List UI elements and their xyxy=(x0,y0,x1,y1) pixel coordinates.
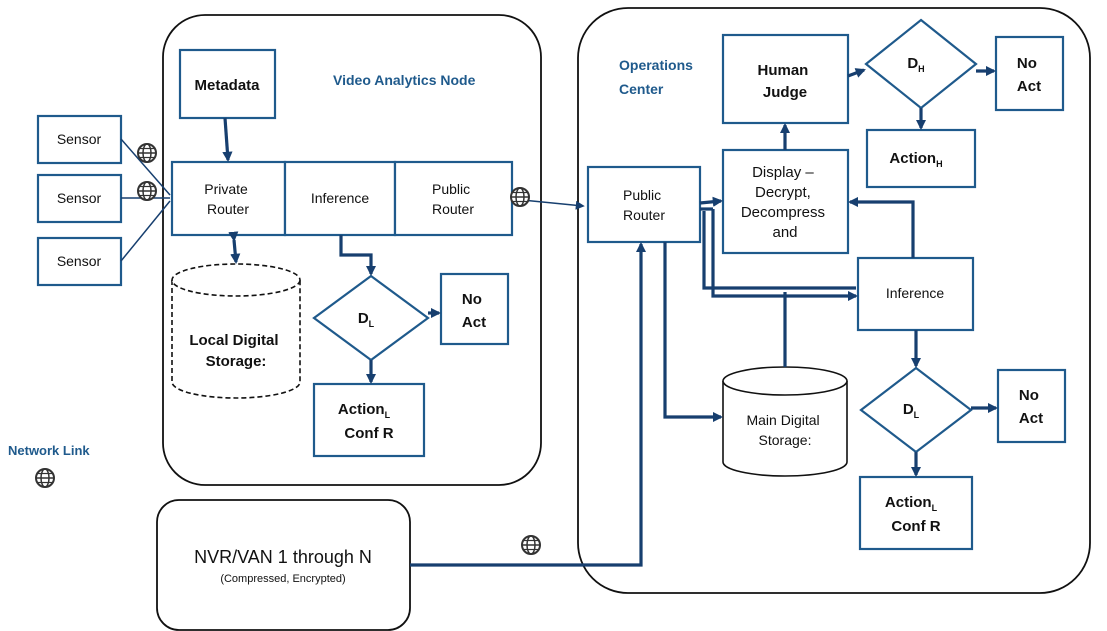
operations-center-container xyxy=(577,7,1091,594)
arrow-inference-display xyxy=(847,196,915,258)
video-analytics-node-container xyxy=(162,14,542,486)
arrow-judge-decision xyxy=(847,68,866,78)
local-storage-label: Local Digital Storage: xyxy=(189,332,282,370)
arrow-router-inference-2 xyxy=(702,211,856,290)
action-conf-ops: Conf R xyxy=(891,518,940,535)
public-router-box xyxy=(393,160,514,237)
no-act-label-van: No Act xyxy=(462,291,486,331)
inference-label: Inference xyxy=(311,190,370,206)
arrow-router-inference-1 xyxy=(711,209,859,302)
sensor-box xyxy=(36,114,123,165)
sensor-box xyxy=(36,173,123,224)
local-storage-cylinder xyxy=(171,263,301,399)
sensor-link xyxy=(120,138,171,196)
globe-icon xyxy=(510,187,530,207)
decision-label-ops: DL xyxy=(903,401,920,420)
action-box-van xyxy=(312,382,426,458)
inference-box xyxy=(283,160,397,237)
metadata-box xyxy=(178,48,277,120)
sensor-label: Sensor xyxy=(57,253,102,269)
globe-icon xyxy=(35,468,55,488)
arrow-router-storage xyxy=(228,231,241,265)
sensor-label: Sensor xyxy=(57,190,102,206)
sensor-link xyxy=(120,200,171,262)
globe-icon xyxy=(137,181,157,201)
decision-label-van: DL xyxy=(358,310,375,329)
ops-inference-box xyxy=(856,256,975,332)
globe-icon xyxy=(137,143,157,163)
ops-public-router-box xyxy=(586,165,702,244)
main-storage-cylinder xyxy=(722,366,848,477)
action-h-box xyxy=(865,128,977,189)
sensor-label: Sensor xyxy=(57,131,102,147)
no-act-label-h: No Act xyxy=(1017,55,1041,95)
action-box-ops xyxy=(858,475,974,551)
nvr-van-title: NVR/VAN 1 through N xyxy=(194,547,372,567)
arrow-router-display-1 xyxy=(699,196,724,207)
action-label-van: ActionL xyxy=(338,401,391,420)
arrow-inference-decision xyxy=(339,235,377,277)
action-conf-van: Conf R xyxy=(344,425,393,442)
no-act-box-ops xyxy=(996,368,1067,444)
nvr-van-subtitle: (Compressed, Encrypted) xyxy=(220,573,345,585)
nvr-link xyxy=(410,241,647,567)
globe-icon xyxy=(521,535,541,555)
video-analytics-node-title: Video Analytics Node xyxy=(333,72,476,88)
operations-center-title: Operations Center xyxy=(619,57,697,97)
display-label: Display – Decrypt, Decompress and xyxy=(741,164,829,241)
private-router-box xyxy=(170,160,287,237)
no-act-label-ops: No Act xyxy=(1019,387,1043,427)
arrow-router-storage xyxy=(663,242,724,423)
no-act-box-h xyxy=(994,35,1065,112)
public-router-label: Public Router xyxy=(432,181,474,217)
human-judge-box xyxy=(721,33,850,125)
ops-inference-label: Inference xyxy=(886,285,945,301)
display-box xyxy=(721,148,850,255)
ops-public-router-label: Public Router xyxy=(623,187,665,223)
metadata-label: Metadata xyxy=(194,77,260,94)
decision-label-h: DH xyxy=(907,55,924,74)
human-judge-label: Human Judge xyxy=(757,62,812,101)
decision-diamond-van xyxy=(312,274,430,362)
action-h-label: ActionH xyxy=(889,150,942,169)
private-router-label: Private Router xyxy=(204,181,251,217)
sensor-box xyxy=(36,236,123,287)
main-storage-label: Main Digital Storage: xyxy=(746,412,823,448)
action-label-ops: ActionL xyxy=(885,494,938,513)
legend-label: Network Link xyxy=(8,443,90,458)
arrow-metadata-router xyxy=(222,117,233,163)
no-act-box-van xyxy=(439,272,510,346)
